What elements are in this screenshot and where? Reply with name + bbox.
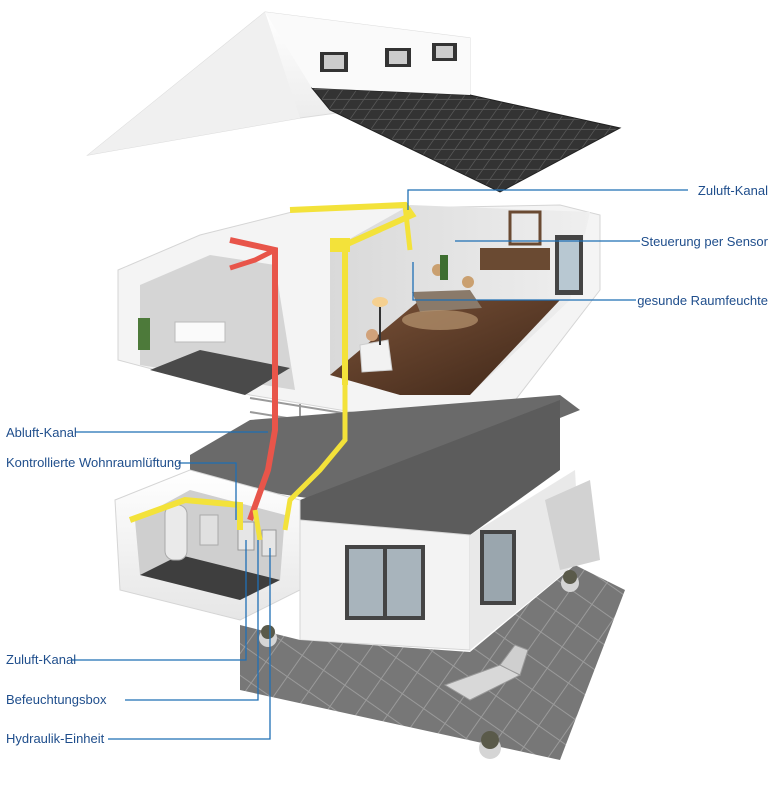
leader-zuluft-bottom	[72, 540, 247, 661]
label-hydraulik-einheit: Hydraulik-Einheit	[6, 731, 105, 746]
leader-befeuchtungsbox	[125, 540, 259, 701]
upper-floor	[117, 204, 601, 490]
label-gesunde-raumfeuchte: gesunde Raumfeuchte	[637, 293, 768, 308]
label-zuluft-kanal-top: Zuluft-Kanal	[697, 183, 768, 198]
leader-raumfeuchte	[412, 262, 636, 301]
ground-floor	[114, 395, 625, 760]
roof	[86, 11, 622, 193]
duct-system	[128, 201, 417, 541]
leader-zuluft-top	[407, 189, 688, 210]
leader-hydraulik	[108, 548, 271, 740]
label-befeuchtungsbox: Befeuchtungsbox	[6, 692, 107, 707]
leader-wohnraumlueftung	[178, 462, 237, 520]
label-kontrollierte-wohnraumlueftung: Kontrollierte Wohnraumlüftung	[6, 455, 182, 470]
leader-lines	[72, 189, 688, 740]
label-abluft-kanal: Abluft-Kanal	[6, 425, 77, 440]
label-zuluft-kanal-bottom: Zuluft-Kanal	[6, 652, 77, 667]
label-steuerung-per-sensor: Steuerung per Sensor	[640, 234, 768, 249]
